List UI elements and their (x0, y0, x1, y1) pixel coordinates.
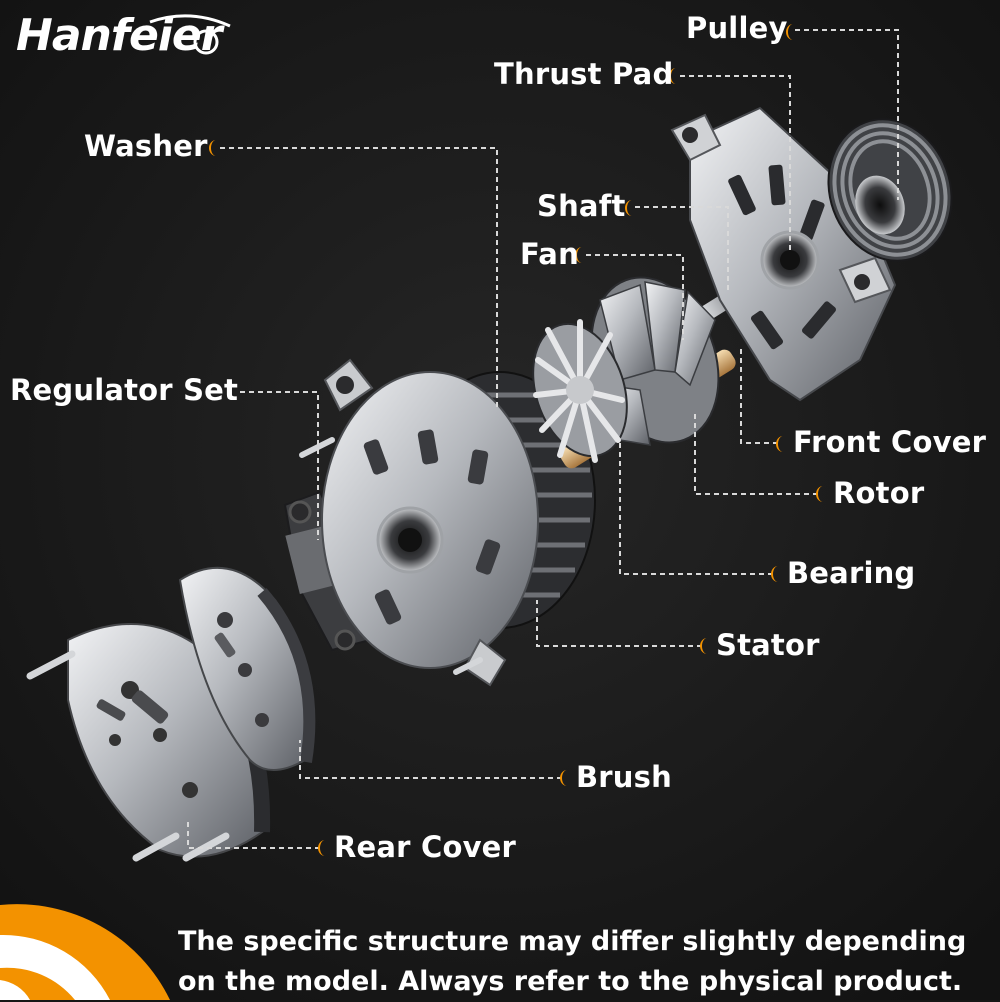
label-washer: Washer (84, 129, 208, 163)
brush-part (178, 566, 316, 771)
label-bearing: Bearing (787, 556, 916, 590)
marker-fan-icon (575, 247, 582, 263)
disclaimer-line-2: on the model. Always refer to the physic… (178, 966, 963, 997)
marker-front-cover-icon (776, 436, 783, 452)
label-rear-cover: Rear Cover (334, 830, 517, 864)
leader-lines (187, 29, 899, 849)
marker-rotor-icon (816, 486, 823, 502)
label-rotor: Rotor (833, 476, 925, 510)
fan-part (532, 319, 628, 463)
marker-brush-icon (560, 770, 567, 786)
marker-rear-cover-icon (318, 840, 325, 856)
marker-washer-icon (209, 140, 216, 156)
label-shaft: Shaft (537, 189, 626, 223)
pulley-part (827, 118, 953, 262)
front-cover-part (670, 106, 897, 402)
marker-regulator-icon (229, 384, 236, 400)
brand-logo: Hanfeier (16, 10, 222, 61)
corner-badge-icon (0, 904, 170, 1000)
marker-pulley-icon (786, 24, 793, 40)
stator-part (299, 358, 596, 687)
disclaimer-line-1: The specific structure may differ slight… (178, 926, 967, 957)
label-brush: Brush (576, 760, 672, 794)
logo-car-emblem-icon (149, 14, 231, 55)
label-fan: Fan (520, 237, 579, 271)
label-thrust-pad: Thrust Pad (494, 57, 674, 91)
label-regulator-set: Regulator Set (10, 373, 239, 407)
marker-shaft-icon (625, 200, 632, 216)
marker-thrust-pad-icon (669, 68, 676, 84)
label-pulley: Pulley (686, 11, 788, 45)
marker-stator-icon (700, 638, 707, 654)
orange-crescent-markers (209, 24, 823, 856)
marker-bearing-icon (771, 566, 778, 582)
label-front-cover: Front Cover (793, 425, 987, 459)
label-stator: Stator (716, 628, 820, 662)
disclaimer: The specific structure may differ slight… (178, 922, 994, 1002)
